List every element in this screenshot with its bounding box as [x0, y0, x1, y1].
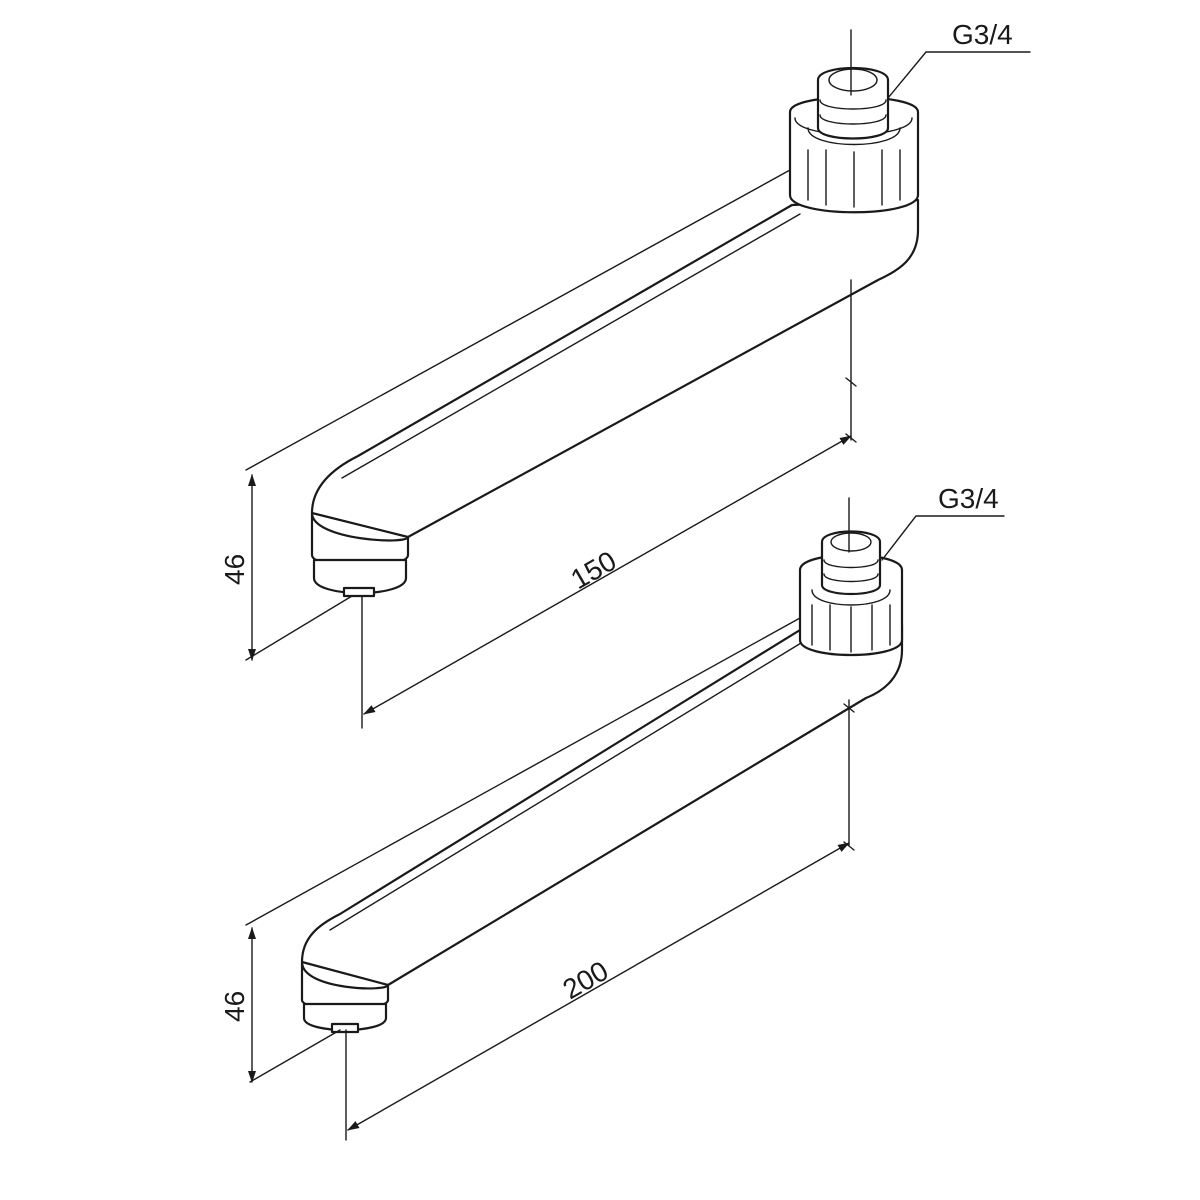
spout-150-nozzle: [342, 586, 376, 598]
dimensions-150: [245, 51, 1031, 729]
spout-150-arm-edge: [341, 213, 801, 479]
spout-200-thread: [820, 530, 882, 596]
spout-150-arm: [310, 198, 920, 539]
dimensions-200: [245, 515, 1005, 1141]
length-label-150: 150: [566, 545, 622, 595]
spout-200-nozzle: [330, 1022, 360, 1034]
height-label-150: 46: [219, 554, 250, 585]
spout-150: [310, 29, 920, 598]
thread-label-150: G3/4: [952, 19, 1013, 50]
height-label-200: 46: [219, 991, 250, 1022]
spout-200-arm: [300, 623, 904, 987]
length-label-200: 200: [558, 955, 614, 1005]
thread-label-200: G3/4: [938, 483, 999, 514]
spout-150-thread: [816, 66, 890, 140]
